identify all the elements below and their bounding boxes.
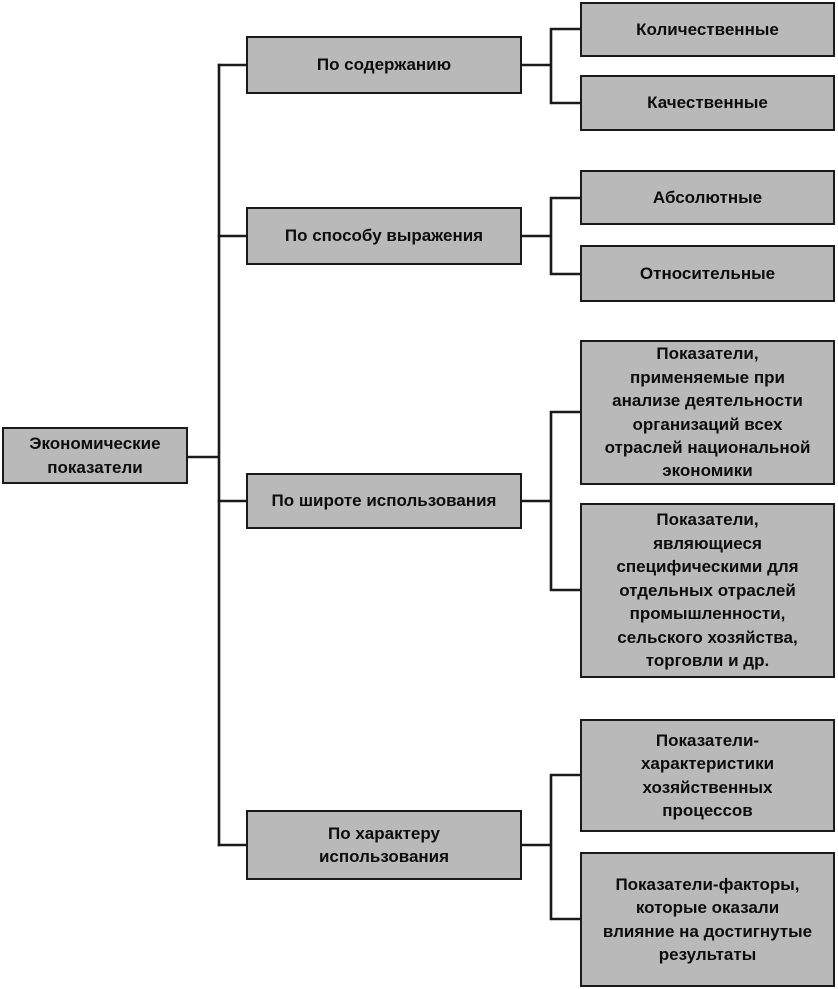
- leaf-qualitative-label: Качественные: [647, 93, 768, 113]
- category-by-expression-method-label: По способу выражения: [284, 226, 484, 246]
- leaf-national-economy-indicators: Показатели, применяемые при анализе деят…: [580, 340, 835, 485]
- root-node-economic-indicators: Экономические показатели: [2, 427, 188, 484]
- leaf-quantitative-label: Количественные: [636, 19, 779, 39]
- category-by-expression-method: По способу выражения: [246, 207, 522, 265]
- category-by-content-label: По содержанию: [316, 55, 452, 75]
- leaf-process-characteristic-indicators: Показатели- характеристики хозяйственных…: [580, 719, 835, 832]
- leaf-relative: Относительные: [580, 245, 835, 302]
- leaf-national-economy-indicators-label: Показатели, применяемые при анализе деят…: [604, 344, 811, 481]
- root-node-label: Экономические показатели: [29, 434, 161, 477]
- leaf-quantitative: Количественные: [580, 2, 835, 57]
- leaf-industry-specific-indicators: Показатели, являющиеся специфическими дл…: [580, 503, 835, 678]
- leaf-relative-label: Относительные: [639, 263, 776, 283]
- category-by-content: По содержанию: [246, 36, 522, 94]
- category-by-usage-nature: По характеру использования: [246, 810, 522, 880]
- category-by-usage-nature-label: По характеру использования: [318, 823, 450, 866]
- leaf-factor-indicators: Показатели-факторы, которые оказали влия…: [580, 852, 835, 987]
- category-by-usage-breadth: По широте использования: [246, 473, 522, 529]
- leaf-absolute-label: Абсолютные: [652, 187, 763, 207]
- leaf-factor-indicators-label: Показатели-факторы, которые оказали влия…: [602, 874, 813, 964]
- leaf-process-characteristic-indicators-label: Показатели- характеристики хозяйственных…: [640, 730, 775, 820]
- leaf-qualitative: Качественные: [580, 75, 835, 131]
- leaf-absolute: Абсолютные: [580, 170, 835, 225]
- root-connector-line: [186, 63, 221, 847]
- category-by-usage-breadth-label: По широте использования: [271, 491, 497, 511]
- leaf-industry-specific-indicators-label: Показатели, являющиеся специфическими дл…: [616, 510, 799, 671]
